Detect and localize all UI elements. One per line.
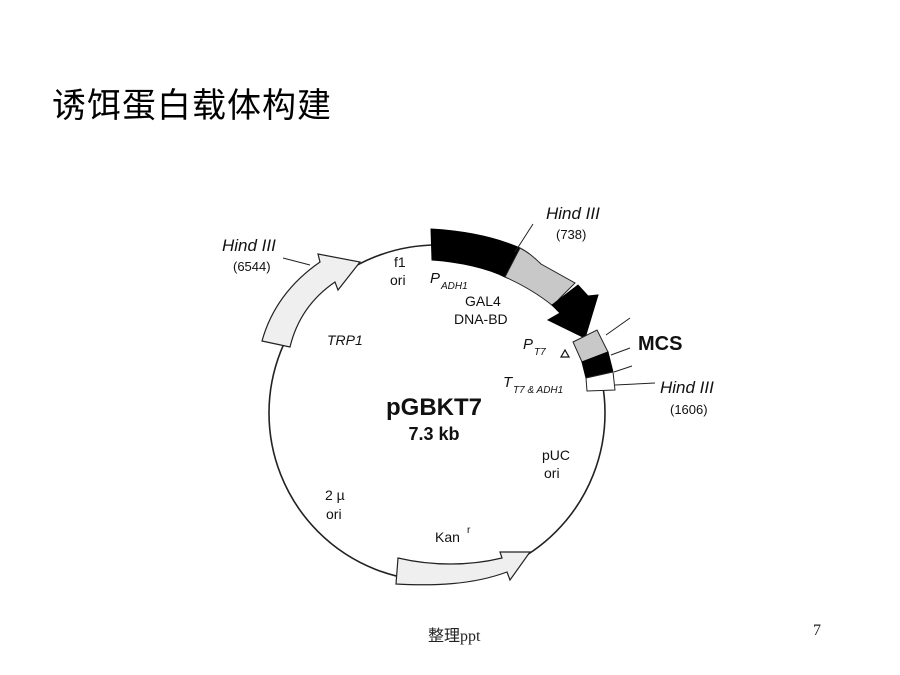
pt7-p: P bbox=[523, 336, 533, 353]
kanr-gene-arrow bbox=[395, 551, 532, 586]
padh1-subscript: ADH1 bbox=[440, 281, 468, 292]
padh1-promoter-segment bbox=[430, 228, 521, 278]
two-mu-ori-label: ori bbox=[326, 506, 342, 522]
two-mu-label: 2 µ bbox=[325, 487, 345, 503]
mcs-leader-3 bbox=[613, 365, 633, 373]
f1-ori-label: ori bbox=[390, 272, 406, 288]
hind-6544-leader bbox=[282, 257, 311, 266]
gal4-gray-segment bbox=[504, 247, 576, 307]
puc-ori-label: ori bbox=[544, 465, 560, 481]
kanr-label: Kan bbox=[435, 529, 460, 545]
f1-label: f1 bbox=[394, 254, 406, 270]
hind-1606-leader bbox=[614, 382, 656, 386]
tt7-subscript: T7 & ADH1 bbox=[513, 385, 563, 396]
gal4-dnabd-arrow bbox=[546, 284, 599, 339]
slide-title: 诱饵蛋白载体构建 bbox=[52, 86, 332, 126]
trp1-label: TRP1 bbox=[327, 332, 363, 348]
pt7-subscript: T7 bbox=[534, 347, 546, 358]
hind-1606-name: Hind III bbox=[660, 378, 714, 397]
pt7-triangle-marker bbox=[559, 348, 571, 358]
hind-6544-position: (6544) bbox=[233, 259, 271, 274]
footer-label: 整理ppt bbox=[428, 628, 481, 645]
dnabd-label: DNA-BD bbox=[454, 311, 508, 327]
hind-738-name: Hind III bbox=[546, 204, 600, 223]
padh1-p: P bbox=[430, 270, 440, 287]
gal4-label: GAL4 bbox=[465, 293, 501, 309]
hind-1606-position: (1606) bbox=[670, 402, 708, 417]
kanr-superscript: r bbox=[467, 525, 471, 536]
trp1-gene-arrow bbox=[261, 253, 362, 348]
tt7-t: T bbox=[503, 374, 514, 391]
puc-label: pUC bbox=[542, 447, 570, 463]
hind-738-position: (738) bbox=[556, 227, 586, 242]
page-number: 7 bbox=[813, 622, 821, 639]
plasmid-size: 7.3 kb bbox=[408, 424, 459, 444]
hind-738-leader bbox=[514, 223, 534, 253]
mcs-leader-2 bbox=[610, 347, 631, 356]
tt7-white-box bbox=[585, 371, 616, 392]
hind-6544-name: Hind III bbox=[222, 236, 276, 255]
mcs-label: MCS bbox=[638, 333, 682, 355]
plasmid-name: pGBKT7 bbox=[386, 394, 482, 421]
mcs-leader-1 bbox=[605, 317, 631, 336]
